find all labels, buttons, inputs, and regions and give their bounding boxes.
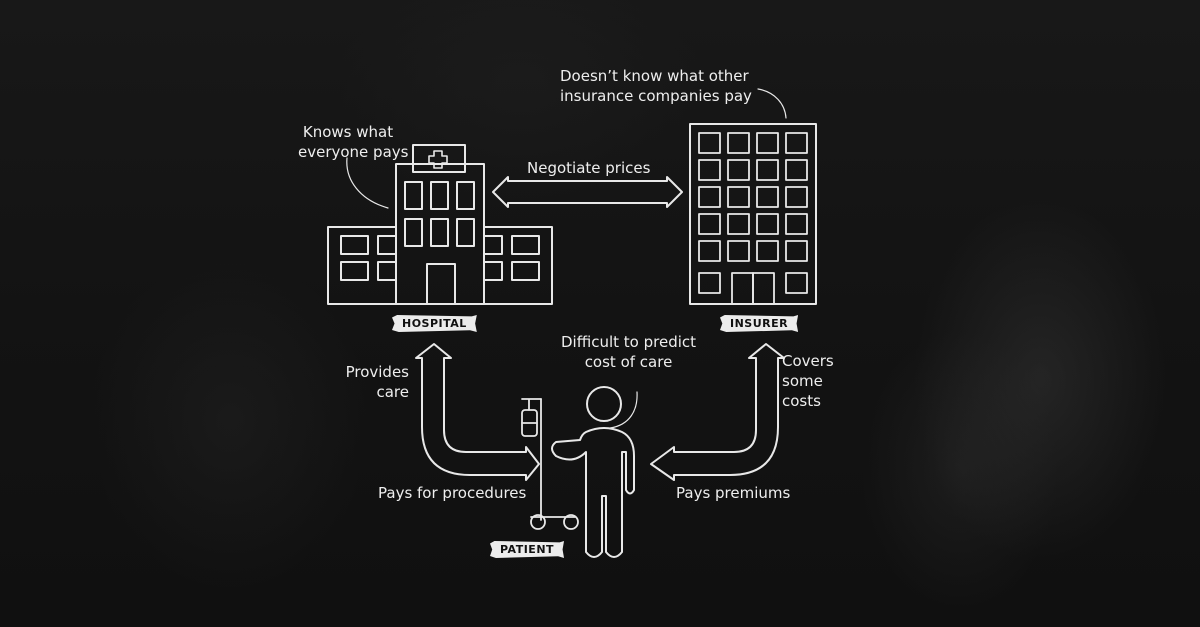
insurer-note-line-1: Doesn’t know what other (560, 67, 749, 85)
hospital-note: Knows what everyone pays (298, 122, 409, 162)
provides-care-label: Provides care (343, 362, 409, 402)
insurer-note-line-2: insurance companies pay (560, 87, 752, 105)
patient-note-line-2: cost of care (584, 353, 673, 371)
covers-costs-label: Covers some costs (782, 351, 834, 411)
provides-care-line-1: Provides (345, 363, 409, 381)
hospital-patient-cycle-arrow (415, 343, 540, 481)
hospital-tag: HOSPITAL (392, 315, 477, 332)
hospital-note-line-1: Knows what (302, 123, 394, 141)
patient-note-line-1: Difficult to predict (561, 333, 697, 351)
negotiate-double-arrow (492, 176, 683, 208)
insurer-patient-cycle-arrow (650, 343, 785, 481)
provides-care-line-2: care (376, 383, 409, 401)
pays-premiums-label: Pays premiums (676, 484, 791, 502)
hospital-building-icon (327, 144, 553, 305)
insurer-building-icon (689, 88, 817, 305)
patient-tag: PATIENT (490, 541, 565, 558)
patient-figure-icon (551, 386, 638, 558)
iv-stand-icon (521, 398, 579, 530)
hospital-note-line-2: everyone pays (298, 143, 409, 161)
insurer-note: Doesn’t know what other insurance compan… (560, 66, 752, 106)
patient-note: Difficult to predict cost of care (561, 332, 696, 372)
covers-costs-line-1: Covers (782, 352, 834, 370)
covers-costs-line-2: some (782, 372, 823, 390)
pays-for-procedures-label: Pays for procedures (378, 484, 527, 502)
negotiate-prices-label: Negotiate prices (527, 159, 651, 177)
insurer-tag: INSURER (720, 315, 799, 332)
covers-costs-line-3: costs (782, 392, 821, 410)
